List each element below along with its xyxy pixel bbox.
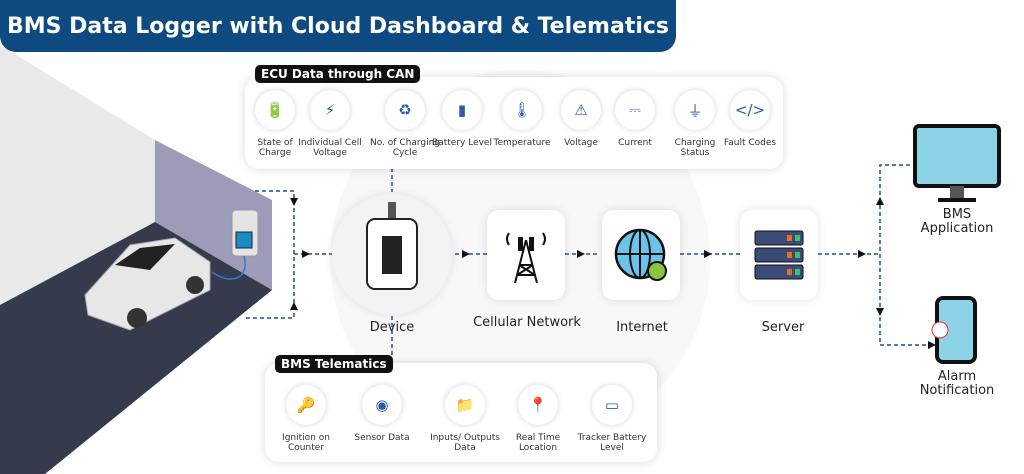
sensor-icon: ◉ [375, 396, 389, 414]
cellular-label: Cellular Network [473, 315, 581, 330]
item-label: No. of Charging Cycle [370, 138, 441, 158]
alarm-notification-label: Alarm Notification [919, 369, 995, 398]
monitor-icon [913, 124, 1001, 202]
item-label: Sensor Data [354, 433, 410, 443]
item-label: Battery Level [432, 138, 492, 148]
list-item: ◉ Sensor Data [347, 385, 417, 443]
item-label: Inputs/ Outputs Data [430, 433, 500, 453]
server-label: Server [761, 320, 805, 335]
item-label: Ignition on Counter [282, 433, 330, 453]
server-rack-icon [754, 230, 804, 280]
list-item: ⎓ Current [600, 90, 670, 148]
alarm-clock-icon [931, 321, 949, 339]
list-item: ♻ No. of Charging Cycle [370, 90, 440, 158]
item-label: Charging Status [674, 138, 716, 158]
item-label: Current [618, 138, 652, 148]
wifi-icon [647, 261, 667, 281]
server-node [740, 210, 818, 300]
list-item: 🌡 Temperature [487, 90, 557, 148]
cell-battery-icon: ⚡ [324, 101, 336, 119]
electric-car-icon [84, 237, 211, 331]
bms-application-label: BMS Application [920, 207, 994, 236]
list-item: ▭ Tracker Battery Level [577, 385, 647, 453]
voltage-icon: ⚠ [574, 101, 588, 119]
key-icon: 🔑 [296, 396, 316, 414]
item-label: Tracker Battery Level [577, 433, 647, 453]
list-item: </> Fault Codes [715, 90, 785, 148]
io-folder-icon: 📁 [455, 396, 475, 414]
device-label: Device [369, 320, 415, 335]
data-logger-device-icon [366, 202, 418, 290]
item-label: State of Charge [257, 138, 293, 158]
list-item: ⚡ Individual Cell Voltage [295, 90, 365, 158]
fault-code-icon: </> [734, 101, 766, 119]
item-label: Fault Codes [723, 138, 777, 148]
list-item: 📍 Real Time Location [503, 385, 573, 453]
thermometer-icon: 🌡 [512, 101, 532, 119]
internet-node [602, 210, 680, 300]
item-label: Real Time Location [515, 433, 561, 453]
smartphone-icon [931, 296, 977, 364]
telematics-panel-heading: BMS Telematics [275, 355, 393, 373]
cellular-node [487, 210, 565, 300]
list-item: 🔑 Ignition on Counter [271, 385, 341, 453]
item-label: Voltage [564, 138, 598, 148]
list-item: ▮ Battery Level [427, 90, 497, 148]
ecu-panel-heading: ECU Data through CAN [255, 65, 421, 83]
list-item: 📁 Inputs/ Outputs Data [430, 385, 500, 453]
cell-tower-icon [506, 232, 546, 284]
charging-cycle-icon: ♻ [398, 101, 412, 119]
charging-status-icon: ⏚ [687, 101, 703, 120]
current-icon: ⎓ [629, 101, 641, 119]
battery-icon: ▭ [604, 396, 620, 414]
item-label: Individual Cell Voltage [298, 138, 362, 158]
list-item: 🔋 State of Charge [240, 90, 310, 158]
globe-icon [614, 228, 667, 281]
internet-label: Internet [616, 320, 668, 335]
battery-level-icon: ▮ [457, 101, 467, 119]
ev-charger-icon [211, 209, 259, 280]
list-item: ⚠ Voltage [546, 90, 616, 148]
list-item: ⏚ Charging Status [660, 90, 730, 158]
map-pin-icon: 📍 [528, 396, 548, 414]
arrow-heads [290, 197, 936, 349]
item-label: Temperature [493, 138, 551, 148]
page-title: BMS Data Logger with Cloud Dashboard & T… [0, 0, 676, 52]
device-node [332, 194, 452, 314]
soc-icon: 🔋 [265, 101, 285, 119]
